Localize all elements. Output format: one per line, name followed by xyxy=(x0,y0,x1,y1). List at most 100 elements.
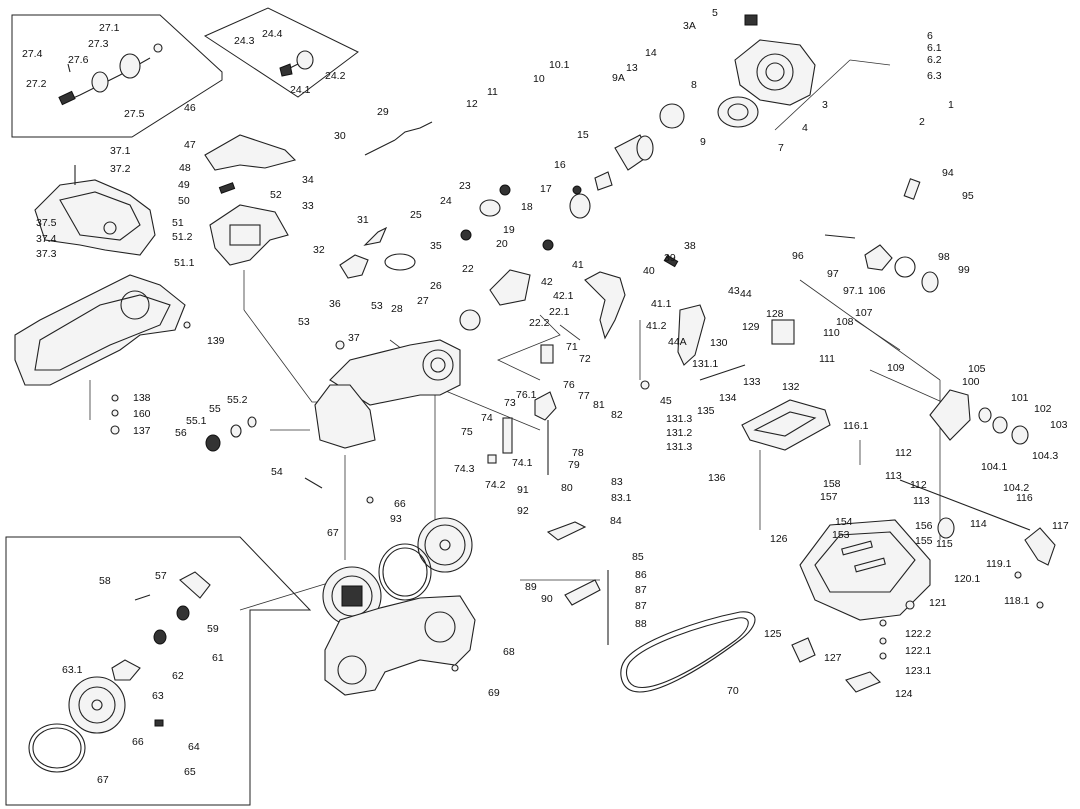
part-label-9: 9 xyxy=(700,136,706,148)
part-label-28: 28 xyxy=(391,303,403,315)
vise-136 xyxy=(699,319,831,451)
part-label-154: 154 xyxy=(835,516,853,528)
part-label-12: 12 xyxy=(466,98,478,110)
part-label-20: 20 xyxy=(496,238,508,250)
part-label-101: 101 xyxy=(1011,392,1029,404)
part-label-40: 40 xyxy=(643,265,655,277)
part-label-139: 139 xyxy=(207,335,225,347)
part-label-17: 17 xyxy=(540,183,552,195)
part-label-90: 90 xyxy=(541,593,553,605)
part-label-62: 62 xyxy=(172,670,184,682)
part-label-8: 8 xyxy=(691,79,697,91)
part-label-121: 121 xyxy=(929,597,947,609)
part-label-51-2: 51.2 xyxy=(172,231,193,243)
part-label-158: 158 xyxy=(823,478,841,490)
part-label-91: 91 xyxy=(517,484,529,496)
motor-housing xyxy=(734,14,816,106)
part-label-131-2: 131.2 xyxy=(666,427,692,439)
handle-assembly xyxy=(204,134,297,266)
part-label-83: 83 xyxy=(611,476,623,488)
part-label-37-3: 37.3 xyxy=(36,248,57,260)
small-parts xyxy=(110,321,1044,672)
part-label-43: 43 xyxy=(728,285,740,297)
part-label-70: 70 xyxy=(727,685,739,697)
part-label-35: 35 xyxy=(430,240,442,252)
part-label-27-3: 27.3 xyxy=(88,38,109,50)
part-label-31: 31 xyxy=(357,214,369,226)
plate-35 xyxy=(384,253,416,271)
part-label-131-1: 131.1 xyxy=(692,358,718,370)
part-label-94: 94 xyxy=(942,167,954,179)
part-label-10-1: 10.1 xyxy=(549,59,570,71)
part-label-52: 52 xyxy=(270,189,282,201)
part-label-73: 73 xyxy=(504,397,516,409)
part-label-129: 129 xyxy=(742,321,760,333)
part-label-71: 71 xyxy=(566,341,578,353)
part-label-117: 117 xyxy=(1052,520,1069,532)
part-label-51: 51 xyxy=(172,217,184,229)
part-label-9A: 9A xyxy=(612,72,625,84)
part-label-27-6: 27.6 xyxy=(68,54,89,66)
part-label-134: 134 xyxy=(719,392,737,404)
part-label-119-1: 119.1 xyxy=(986,558,1012,570)
part-label-41: 41 xyxy=(572,259,584,271)
part-label-50: 50 xyxy=(178,195,190,207)
part-label-74-3: 74.3 xyxy=(454,463,475,475)
part-label-81: 81 xyxy=(593,399,605,411)
part-label-26: 26 xyxy=(430,280,442,292)
part-label-84: 84 xyxy=(610,515,622,527)
part-label-89: 89 xyxy=(525,581,537,593)
part-label-15: 15 xyxy=(577,129,589,141)
part-label-10: 10 xyxy=(533,73,545,85)
part-label-6-2: 6.2 xyxy=(927,54,942,66)
part-label-42: 42 xyxy=(541,276,553,288)
part-label-41-1: 41.1 xyxy=(651,298,672,310)
part-label-24-4: 24.4 xyxy=(262,28,283,40)
gearbox-arm xyxy=(314,254,461,449)
part-label-105: 105 xyxy=(968,363,986,375)
part-label-37-2: 37.2 xyxy=(110,163,131,175)
part-label-4: 4 xyxy=(802,122,808,134)
part-label-49: 49 xyxy=(178,179,190,191)
part-label-29: 29 xyxy=(377,106,389,118)
part-label-6-1: 6.1 xyxy=(927,42,942,54)
part-label-36: 36 xyxy=(329,298,341,310)
part-label-120-1: 120.1 xyxy=(954,573,980,585)
rail-84-85 xyxy=(546,521,609,645)
part-label-19: 19 xyxy=(503,224,515,236)
column-100 xyxy=(899,389,1056,566)
part-label-44A: 44A xyxy=(668,336,687,348)
inset-box-wheel-assembly xyxy=(5,536,312,806)
part-label-133: 133 xyxy=(743,376,761,388)
motor-part-8 xyxy=(717,96,759,128)
inset-box-24 xyxy=(203,7,359,98)
upper-wheel-cover xyxy=(34,165,156,256)
bracket-41 xyxy=(584,254,706,366)
part-label-116-1: 116.1 xyxy=(843,420,869,432)
part-label-111: 111 xyxy=(819,353,835,365)
part-label-24-1: 24.1 xyxy=(290,84,311,96)
part-label-27: 27 xyxy=(417,295,429,307)
part-label-157: 157 xyxy=(820,491,838,503)
part-label-54: 54 xyxy=(271,466,283,478)
foot-124 xyxy=(845,671,881,693)
part-label-37-4: 37.4 xyxy=(36,233,57,245)
part-label-24-2: 24.2 xyxy=(325,70,346,82)
wheel-cover-68 xyxy=(324,595,476,696)
part-label-55-1: 55.1 xyxy=(186,415,207,427)
part-label-66: 66 xyxy=(394,498,406,510)
part-label-6-3: 6.3 xyxy=(927,70,942,82)
part-label-122-1: 122.1 xyxy=(905,645,931,657)
part-label-63-1: 63.1 xyxy=(62,664,83,676)
part-label-74: 74 xyxy=(481,412,493,424)
part-label-33: 33 xyxy=(302,200,314,212)
inset-box-27 xyxy=(11,14,223,138)
part-number-labels: 1233A4566.16.26.37899A1010.1111213141516… xyxy=(22,7,1069,786)
knob-115 xyxy=(937,517,955,539)
part-label-127: 127 xyxy=(824,652,842,664)
part-label-22-1: 22.1 xyxy=(549,306,570,318)
part-label-61: 61 xyxy=(212,652,224,664)
band-67 xyxy=(378,543,432,601)
part-label-131-3: 131.3 xyxy=(666,441,692,453)
part-label-79: 79 xyxy=(568,459,580,471)
